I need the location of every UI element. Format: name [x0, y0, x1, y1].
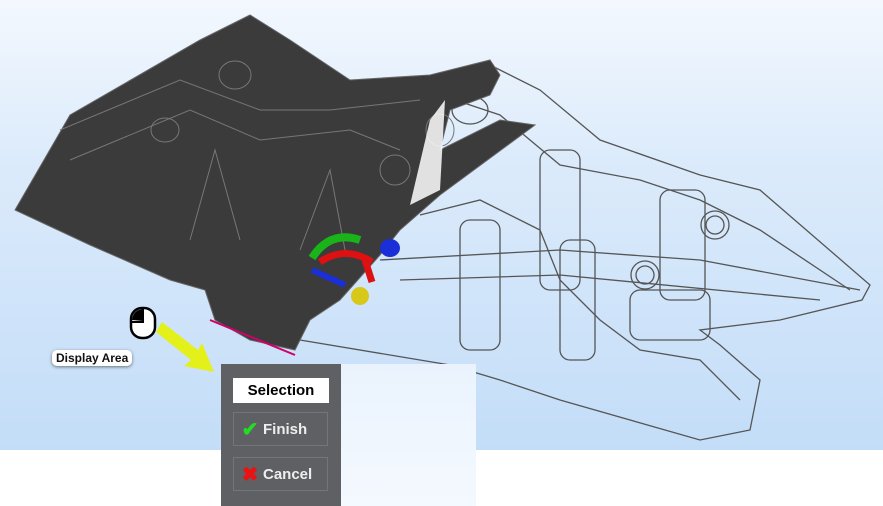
finish-button[interactable]: ✔ Finish — [233, 412, 328, 446]
solid-part — [14, 14, 537, 356]
finish-label: Finish — [263, 420, 308, 438]
close-icon: ✖ — [241, 463, 259, 486]
selection-title: Selection — [233, 378, 329, 403]
selection-panel: Selection ✔ Finish ✖ Cancel — [221, 364, 341, 506]
triad-icon[interactable] — [308, 233, 400, 305]
arrow-icon — [156, 322, 214, 372]
wireframe-part — [299, 64, 871, 441]
cancel-label: Cancel — [263, 465, 313, 483]
cancel-button[interactable]: ✖ Cancel — [233, 457, 328, 491]
display-area-label: Display Area — [52, 350, 133, 366]
cad-model[interactable] — [0, 0, 883, 450]
panel-blank-area — [341, 364, 476, 506]
mouse-icon — [129, 306, 157, 340]
checkmark-icon: ✔ — [241, 418, 259, 441]
